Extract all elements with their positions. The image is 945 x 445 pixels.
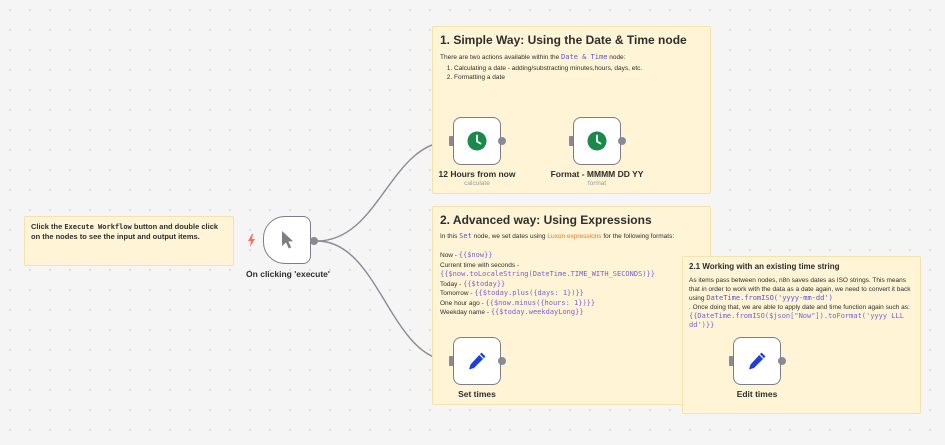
edge-trigger-to-hours: [316, 140, 453, 242]
expression-list: Now - {{$now}} Current time with seconds…: [440, 251, 703, 318]
hours-output-port[interactable]: [498, 137, 506, 145]
list-item: Formatting a date: [454, 73, 703, 82]
edit-times-node[interactable]: [733, 337, 781, 385]
trigger-node-label: On clicking 'execute': [246, 269, 330, 279]
expression-line: {{$now.toLocaleString(DateTime.TIME_WITH…: [440, 270, 655, 278]
intro-note-text: Click the Execute Workflow button and do…: [31, 222, 219, 241]
expression-line: Current time with seconds -: [440, 261, 520, 269]
pencil-icon: [469, 352, 486, 370]
trigger-node[interactable]: [263, 216, 311, 264]
hours-input-port[interactable]: [449, 136, 454, 146]
expression-line: Now - {{$now}}: [440, 251, 493, 259]
expression-line: Today - {{$today}}: [440, 279, 506, 288]
set-input-port[interactable]: [449, 356, 454, 366]
set-node-label: Set times: [458, 389, 496, 399]
sticky-title: 2. Advanced way: Using Expressions: [440, 213, 652, 227]
existing-time-sticky-note[interactable]: 2.1 Working with an existing time string…: [682, 256, 921, 414]
edit-input-port[interactable]: [729, 356, 734, 366]
expression-line: Weekday name - {{$today.weekdayLong}}: [440, 308, 584, 316]
pencil-icon: [749, 352, 766, 370]
clock-icon: [587, 131, 607, 151]
format-output-port[interactable]: [618, 137, 626, 145]
trigger-bolt-icon: [248, 234, 255, 247]
set-times-node[interactable]: [453, 337, 501, 385]
expression-line: Tomorrow - {{$today.plus({days: 1})}}: [440, 289, 584, 297]
sticky-title: 2.1 Working with an existing time string: [689, 262, 840, 271]
set-output-port[interactable]: [498, 357, 506, 365]
cursor-icon: [282, 231, 293, 249]
simple-way-sticky-note[interactable]: 1. Simple Way: Using the Date & Time nod…: [432, 26, 711, 194]
sticky-body: There are two actions available within t…: [440, 53, 703, 82]
sticky-body: As items pass between nodes, n8n saves d…: [689, 277, 911, 329]
edge-trigger-to-set: [316, 240, 453, 362]
intro-sticky-note[interactable]: Click the Execute Workflow button and do…: [24, 216, 234, 266]
hours-node-subtitle: calculate: [464, 180, 490, 187]
sticky-title: 1. Simple Way: Using the Date & Time nod…: [440, 33, 687, 47]
format-node-subtitle: format: [587, 180, 607, 187]
edit-output-port[interactable]: [778, 357, 786, 365]
sticky-body: In this Set node, we set dates using Lux…: [440, 232, 675, 240]
hours-node-label: 12 Hours from now: [438, 169, 516, 179]
format-node-label: Format - MMMM DD YY: [550, 169, 644, 179]
edit-node-label: Edit times: [736, 389, 778, 399]
format-node[interactable]: [573, 117, 621, 165]
list-item: Calculating a date - adding/substracting…: [454, 64, 703, 73]
clock-icon: [467, 131, 487, 151]
format-input-port[interactable]: [569, 136, 574, 146]
expression-line: One hour ago - {{$now.minus({hours: 1})}…: [440, 298, 596, 307]
trigger-output-port[interactable]: [310, 237, 318, 245]
hours-from-now-node[interactable]: [453, 117, 501, 165]
